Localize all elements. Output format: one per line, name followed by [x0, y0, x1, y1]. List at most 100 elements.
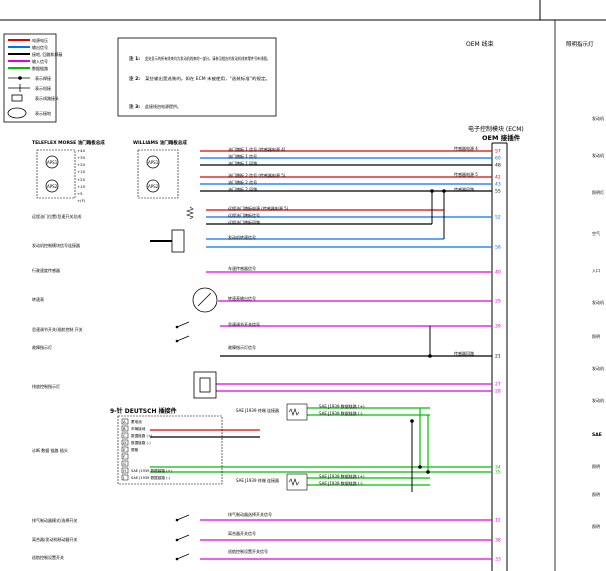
wire-label: 油门踏板 1 信号 (传感器电源 4): [228, 146, 286, 152]
wire-label: 发动机转速信号: [228, 234, 256, 240]
switch-icons: [175, 321, 190, 561]
wire-label: 转速表输出信号: [228, 295, 256, 301]
wire-label: SAE J1939 数据链路 (-): [319, 480, 363, 486]
wire-label: 故障指示灯信号: [228, 344, 256, 350]
deutsch-pin-id: C: [123, 433, 126, 438]
ecm-pin-number: 57: [495, 149, 501, 155]
ecm-pin-number: 42: [495, 175, 501, 181]
svg-text:入口: 入口: [592, 268, 600, 273]
svg-text:发动机: 发动机: [592, 365, 604, 371]
legend: 电源电压 输出信号 接地, 回路和屏蔽 输入信号 数据链路 表示焊接 表示短接 …: [7, 37, 63, 119]
deutsch-pin-box: [121, 425, 129, 432]
svg-text:SAE J1939 终端 连接器: SAE J1939 终端 连接器: [236, 407, 279, 413]
deutsch-pin-box: [121, 453, 129, 460]
left-label: 故障指示灯: [32, 344, 52, 350]
splice-dot: [428, 354, 432, 358]
svg-text:照明: 照明: [592, 492, 600, 497]
wire-label: 油门踏板 2 信号: [228, 179, 257, 185]
indicator-lamp-icon: [193, 371, 217, 399]
j1939-terminator-a: SAE J1939 终端 连接器: [236, 403, 308, 421]
right-column-title: 照明指示灯: [566, 40, 594, 48]
ecm-pin-number: 58: [495, 245, 501, 251]
splice-dot: [442, 189, 446, 193]
ground-icon: [7, 107, 27, 119]
note-1-text: 此处显示的所有线束均为发动机线束的一部分。请参见相应的发动机线束零件号布线图。: [145, 55, 270, 61]
left-label: 排放控制指示灯: [32, 383, 60, 389]
oem-harness-title: OEM 线束: [466, 40, 494, 48]
wire-label: 油门踏板 2 回路: [228, 186, 257, 192]
svg-text:照明灯: 照明灯: [592, 189, 604, 195]
notes: 注 1: 此处显示的所有线束均为发动机线束的一部分。请参见相应的发动机线束零件号…: [129, 55, 270, 110]
ecm-pin-number: 12: [495, 518, 501, 524]
deutsch-pin-label: 车辆接地: [131, 426, 146, 431]
svg-text:照明: 照明: [592, 464, 600, 469]
svg-text:APS1: APS1: [148, 160, 159, 165]
deutsch-pin-id: E: [123, 447, 126, 452]
left-label: 发动机控制模块信号连接器: [32, 242, 80, 248]
wire-label: 远程油门踏板电源 (传感器电源 5): [228, 205, 289, 211]
deutsch-pin-label: 数据链路 (+): [131, 433, 153, 438]
deutsch-pin-id: H: [123, 468, 126, 473]
wire-label: 远程油门踏板信号: [228, 212, 260, 218]
deutsch-pin-id: A: [123, 419, 126, 424]
splice-dot: [410, 419, 414, 423]
left-label: 巡航控制设置开关: [32, 554, 64, 560]
aps2-label: APS2: [47, 184, 58, 189]
legend-symbol-2: 表示线路接头: [35, 95, 59, 101]
deutsch-pin-id: G: [123, 461, 126, 466]
svg-text:+40: +40: [77, 148, 86, 153]
wire-label: 远程油门踏板回路: [228, 219, 260, 225]
wire-label: SAE J1939 数据链路 (+): [319, 403, 365, 409]
deutsch-pin-label: SAE J1939 数据链路 (-): [131, 475, 171, 480]
svg-text:+15: +15: [77, 184, 86, 189]
left-label: 转速表: [32, 296, 44, 302]
note-2-id: 注 2:: [129, 75, 140, 82]
tachometer-icon: [192, 287, 218, 313]
ecm-pin-number: 33: [495, 557, 501, 563]
notes-box: [117, 37, 277, 117]
splice-dot: [426, 470, 430, 474]
deutsch-pin-box: [121, 446, 129, 453]
deutsch-pin-box: [121, 432, 129, 439]
williams-aps-assembly: APS1 APS2: [137, 149, 179, 199]
ecm-pin-number: 28: [495, 389, 501, 395]
wire-label: SAE J1939 数据链路 (-): [319, 410, 363, 416]
williams-title: WILLIAMS 油门踏板总成: [133, 139, 187, 146]
throttle-position-sensor: [150, 229, 185, 253]
right-column: 发动机 发动机 照明灯 空气 入口 发动机 照明 发动机 发动机 SAE 照明 …: [592, 115, 604, 529]
splice-dot: [430, 189, 434, 193]
deutsch-box: [117, 415, 223, 485]
wire-label: 油门踏板 1 回路: [228, 160, 257, 166]
svg-text:发动机: 发动机: [592, 115, 604, 121]
deutsch-pin-id: J: [122, 475, 124, 480]
note-1-id: 注 1:: [129, 55, 140, 62]
svg-text:传感器电源 5: 传感器电源 5: [454, 171, 478, 177]
ecm-pin-number: 55: [495, 189, 501, 195]
wire-label: 离合器开关信号: [228, 530, 256, 536]
deutsch-pin-label: 屏蔽: [131, 447, 139, 452]
left-label: 排气制动器模式/选择开关: [32, 517, 77, 523]
legend-label-0: 电源电压: [32, 37, 48, 43]
ecm-pin-number: 48: [495, 163, 501, 169]
svg-text:+30: +30: [77, 155, 86, 160]
connector-icon: [11, 94, 23, 102]
ecm-pin-number: 39: [495, 324, 501, 330]
left-labels: 远程油门位置/怠速开关总成 发动机控制模块信号连接器 行驶速度传感器 转速表 怠…: [32, 213, 83, 560]
ecm-side-labels: 传感器电源 4 传感器电源 5 传感器回路 传感器回路: [454, 145, 478, 356]
svg-text:传感器电源 4: 传感器电源 4: [454, 145, 478, 151]
svg-text:+20: +20: [77, 162, 86, 167]
wire-label: 巡航控制设置开关信号: [228, 548, 268, 554]
legend-label-1: 输出信号: [32, 44, 48, 50]
svg-text:传感器回路: 传感器回路: [454, 350, 474, 356]
legend-symbol-3: 表示接地: [35, 110, 51, 116]
ecm-pin-number: 34: [495, 465, 501, 471]
svg-text:照明: 照明: [592, 524, 600, 529]
deutsch-pin-box: [121, 460, 129, 467]
svg-text:+5: +5: [77, 191, 83, 196]
wire-labels: 油门踏板 1 信号 (传感器电源 4) 油门踏板 1 信号 油门踏板 1 回路 …: [228, 146, 365, 554]
ecm-pin-number: 21: [495, 354, 501, 360]
splice-dot-icon: [18, 76, 22, 80]
ecm-pin-number: 40: [495, 270, 501, 276]
